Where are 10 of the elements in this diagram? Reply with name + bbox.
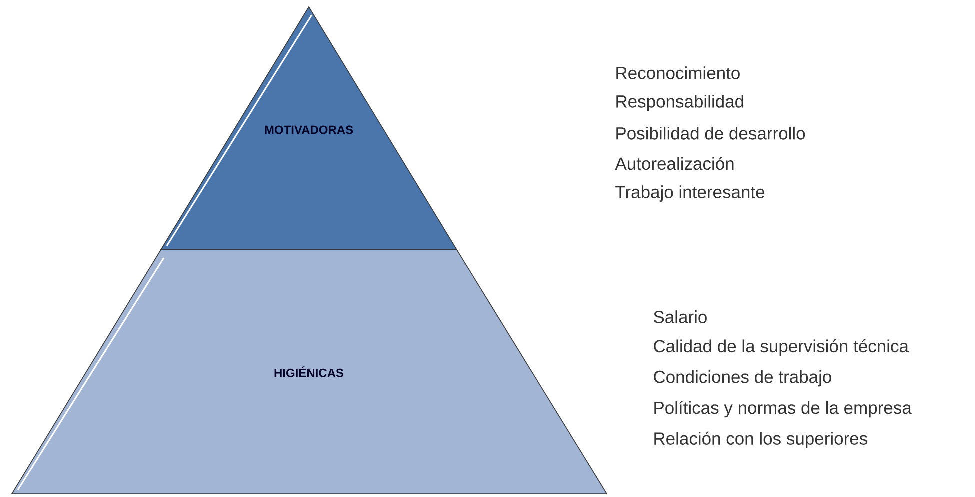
list-item: Condiciones de trabajo <box>654 370 832 387</box>
list-item: Reconocimiento <box>616 66 740 80</box>
list-item: Posibilidad de desarrollo <box>616 126 806 140</box>
list-item: Responsabilidad <box>616 95 744 112</box>
list-item: Salario <box>654 310 707 324</box>
list-item: Relación con los superiores <box>654 432 868 448</box>
list-item: Trabajo interesante <box>616 186 765 202</box>
list-item: Autorealización <box>615 157 734 170</box>
list-item: Calidad de la supervisión técnica <box>654 340 909 356</box>
list-item: Políticas y normas de la empresa <box>654 401 912 418</box>
